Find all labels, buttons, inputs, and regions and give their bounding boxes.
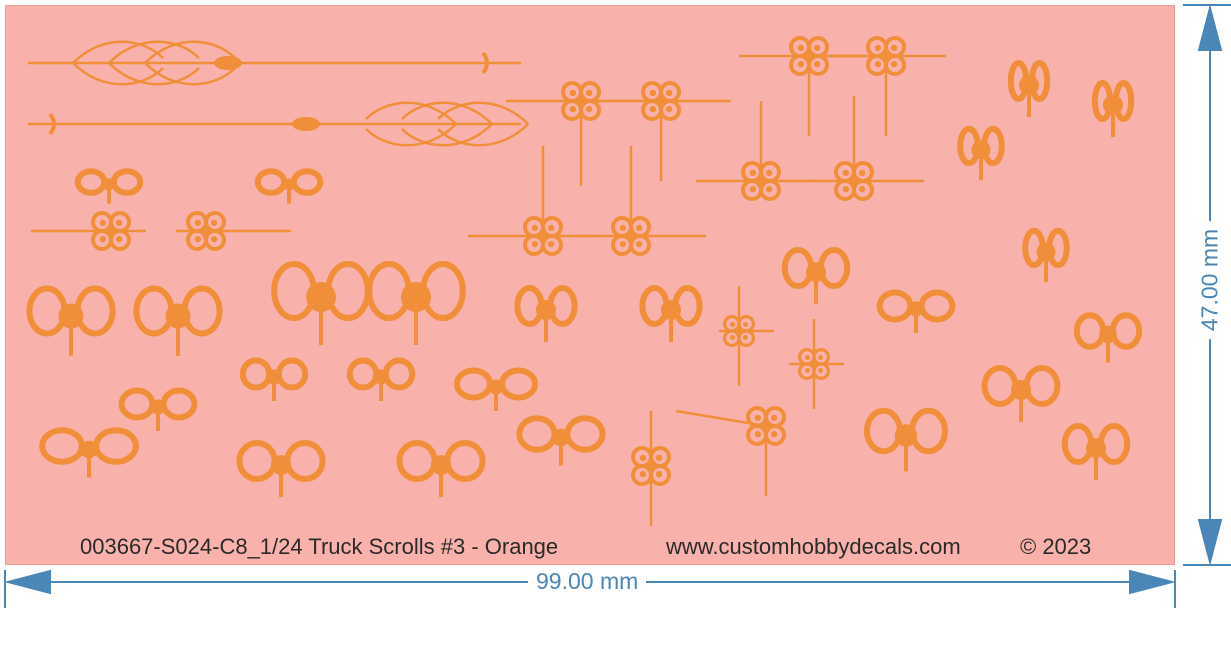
- scroll-ornament-icon: [1061, 423, 1131, 480]
- scroll-ornament-icon: [454, 367, 538, 411]
- dimension-arrow-icon: [1197, 519, 1223, 566]
- scroll-ornament-icon: [254, 168, 324, 204]
- scroll-ornament-icon: [516, 415, 606, 466]
- height-dimension-label: 47.00 mm: [1196, 220, 1224, 340]
- scroll-ornament-icon: [1007, 60, 1051, 117]
- scroll-ornament-icon: [781, 247, 851, 304]
- arrow-pinstripe-icon: [28, 101, 529, 147]
- scroll-ornament-icon: [506, 81, 656, 186]
- width-dimension-label: 99.00 mm: [528, 568, 647, 595]
- scroll-ornament-icon: [239, 357, 309, 401]
- scroll-ornament-icon: [26, 285, 116, 356]
- product-caption: 003667-S024-C8_1/24 Truck Scrolls #3 - O…: [80, 534, 559, 559]
- decal-artwork: [26, 36, 1143, 526]
- scroll-ornament-icon: [133, 285, 223, 356]
- scroll-ornament-icon: [74, 168, 144, 204]
- scroll-ornament-icon: [675, 406, 786, 496]
- dimension-arrow-icon: [4, 569, 51, 595]
- dimension-lines: [4, 4, 1231, 608]
- dimension-arrow-icon: [1129, 569, 1176, 595]
- scroll-ornament-icon: [514, 285, 578, 342]
- arrow-pinstripe-icon: [28, 40, 521, 86]
- scroll-ornament-icon: [31, 211, 146, 251]
- decal-sheet: 003667-S024-C8_1/24 Truck Scrolls #3 - O…: [5, 5, 1175, 565]
- scroll-ornament-icon: [876, 289, 956, 333]
- dimension-arrow-icon: [1197, 4, 1223, 51]
- scroll-ornament-icon: [1073, 312, 1143, 363]
- scroll-ornament-icon: [396, 440, 486, 497]
- scroll-ornament-icon: [1022, 227, 1070, 283]
- scroll-ornament-icon: [826, 36, 946, 136]
- scroll-ornament-icon: [118, 387, 198, 431]
- scroll-ornament-icon: [719, 286, 774, 386]
- scroll-ornament-icon: [957, 125, 1005, 181]
- scroll-ornament-icon: [804, 96, 924, 201]
- scroll-ornament-icon: [271, 261, 371, 345]
- scroll-ornament-icon: [346, 357, 416, 401]
- scroll-ornament-icon: [39, 427, 139, 478]
- copyright-text: © 2023: [1020, 534, 1092, 559]
- scroll-ornament-icon: [789, 319, 844, 409]
- website-text: www.customhobbydecals.com: [666, 534, 961, 559]
- scroll-ornament-icon: [366, 261, 466, 345]
- scroll-ornament-icon: [236, 440, 326, 497]
- scroll-ornament-icon: [176, 211, 291, 251]
- sheet-footer: 003667-S024-C8_1/24 Truck Scrolls #3 - O…: [6, 534, 1174, 664]
- scroll-ornament-icon: [631, 411, 671, 526]
- scroll-ornament-icon: [639, 285, 703, 342]
- scroll-ornament-icon: [696, 101, 821, 201]
- scroll-ornament-icon: [864, 407, 948, 472]
- scroll-ornament-icon: [981, 365, 1061, 422]
- scroll-ornament-icon: [576, 146, 706, 256]
- scroll-ornament-icon: [1091, 80, 1135, 137]
- scroll-ornament-icon: [596, 81, 731, 181]
